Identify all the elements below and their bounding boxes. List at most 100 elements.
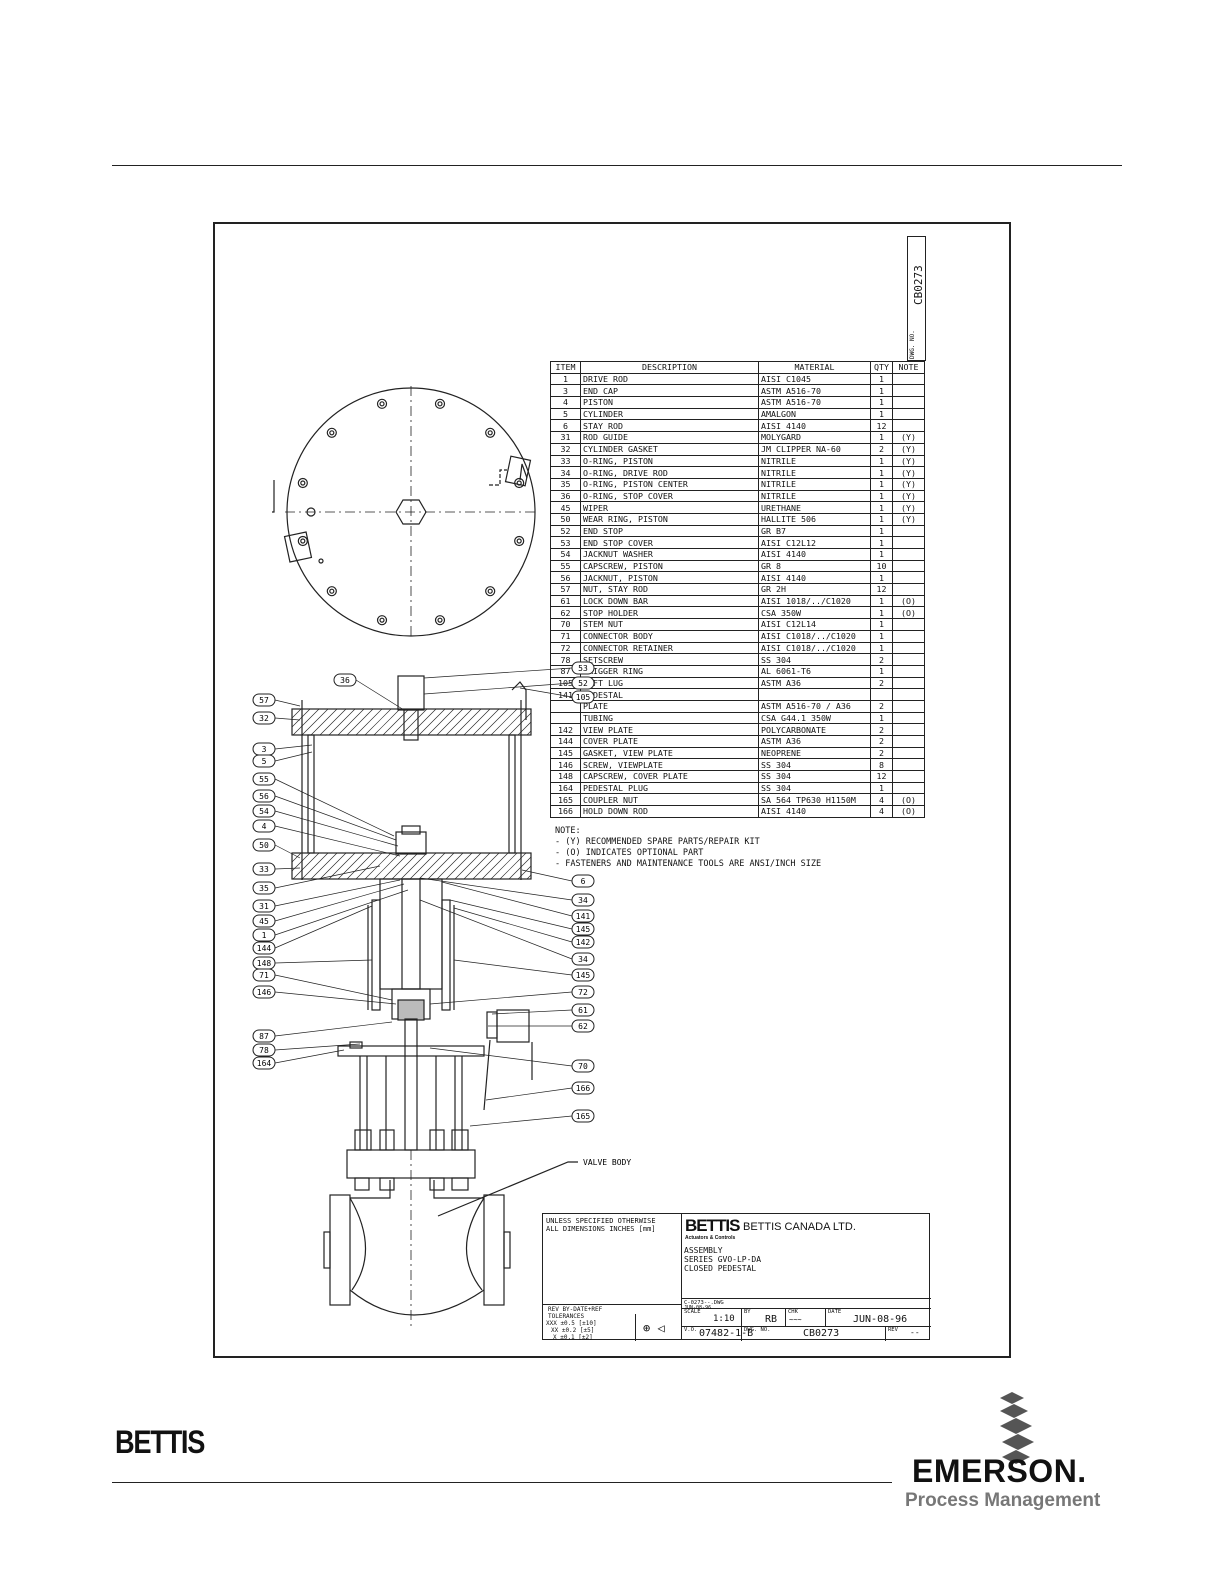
by-label: BY xyxy=(744,1309,751,1315)
callout-label: 166 xyxy=(576,1084,591,1093)
callout-label: 6 xyxy=(581,877,586,886)
bom-note xyxy=(892,618,925,631)
callout-bubble: 165 xyxy=(469,1109,595,1127)
bom-material: AISI C12L12 xyxy=(758,536,871,549)
vo-number: 07482-1-B xyxy=(699,1328,754,1339)
bolt-hole-icon xyxy=(297,535,308,547)
bom-description: PEDESTAL PLUG xyxy=(580,781,759,795)
title-line-1: ASSEMBLY xyxy=(684,1246,723,1255)
callout-bubble: 145 xyxy=(449,899,595,936)
callout-bubble: 141 xyxy=(441,881,595,923)
bom-item: 57 xyxy=(550,583,581,596)
bom-note xyxy=(892,699,925,713)
bolt-hole-icon xyxy=(434,615,446,626)
bom-note xyxy=(892,735,925,748)
callout-bubble: 1 xyxy=(252,889,409,942)
bom-note xyxy=(892,758,925,772)
notes-title: NOTE: xyxy=(555,826,581,836)
callout-label: 141 xyxy=(576,912,591,921)
bom-note xyxy=(892,548,925,561)
callout-bubble: 5 xyxy=(252,751,313,768)
bom-material: AISI C1018/../C1020 xyxy=(758,641,871,655)
callout-label: 1 xyxy=(262,931,267,940)
bom-qty: 1 xyxy=(870,711,893,725)
rev-ref-label: REV BY-DATE+REF xyxy=(548,1306,603,1313)
callout-label: 164 xyxy=(257,1059,272,1068)
bom-note: (Y) xyxy=(892,431,925,444)
bom-item: 61 xyxy=(550,594,581,608)
bom-item: 54 xyxy=(550,548,581,561)
callout-label: 3 xyxy=(262,745,267,754)
callout-label: 145 xyxy=(576,971,591,980)
bom-note xyxy=(892,629,925,643)
bom-qty: 1 xyxy=(870,536,893,549)
bom-description: TUBING xyxy=(580,711,759,725)
bom-description: LOCK DOWN BAR xyxy=(580,594,759,608)
bom-description: HOLD DOWN ROD xyxy=(580,805,759,818)
bom-note xyxy=(892,676,925,690)
callout-bubble: 52 xyxy=(423,676,595,695)
bom-item: 148 xyxy=(550,770,581,783)
drive-rod-section xyxy=(401,878,421,990)
callout-bubble: 33 xyxy=(252,862,301,876)
callout-label: 78 xyxy=(259,1046,269,1055)
bom-note xyxy=(892,583,925,596)
callout-label: 145 xyxy=(576,925,591,934)
callout-bubble: 61 xyxy=(491,1003,595,1017)
callout-bubble: 166 xyxy=(485,1081,595,1101)
bom-note xyxy=(892,653,925,666)
emerson-logo-icon xyxy=(1000,1392,1034,1464)
callout-bubble: 62 xyxy=(488,1019,595,1033)
callout-bubble: 164 xyxy=(252,1049,345,1070)
valve-body-label: VALVE BODY xyxy=(583,1158,631,1167)
bom-qty: 1 xyxy=(870,781,893,795)
tolerances-label: TOLERANCES xyxy=(548,1313,585,1320)
callout-label: 62 xyxy=(578,1022,588,1031)
callout-bubble: 3 xyxy=(252,742,313,756)
bom-description: COUPLER NUT xyxy=(580,793,759,807)
note-line: - (Y) RECOMMENDED SPARE PARTS/REPAIR KIT xyxy=(555,837,760,847)
bom-item: 144 xyxy=(550,735,581,748)
bom-item: 53 xyxy=(550,536,581,549)
callout-label: 45 xyxy=(259,917,269,926)
callout-label: 87 xyxy=(259,1032,269,1041)
bom-note xyxy=(892,559,925,573)
callout-bubble: 35 xyxy=(252,865,381,895)
dimensions-text: ALL DIMENSIONS INCHES [mm] xyxy=(546,1225,656,1233)
callout-bubble: 36 xyxy=(333,673,405,711)
bom-description: VIEW PLATE xyxy=(580,723,759,736)
drawing-number-box: DWG. NO. CB0273 xyxy=(907,236,926,361)
callout-bubble: 72 xyxy=(429,985,595,1005)
bom-material: AL 6061-T6 xyxy=(758,664,871,678)
bom-material: SA 564 TP630 H1150M xyxy=(758,793,871,807)
callout-label: 56 xyxy=(259,792,269,801)
bom-note: (O) xyxy=(892,606,925,620)
callout-label: 144 xyxy=(257,944,272,953)
callout-label: 146 xyxy=(257,988,272,997)
bom-note xyxy=(892,688,925,701)
valve-flange-right xyxy=(483,1194,505,1306)
callout-bubble: 55 xyxy=(252,772,395,837)
callout-label: 57 xyxy=(259,696,269,705)
callout-label: 105 xyxy=(576,693,591,702)
note-line: - FASTENERS AND MAINTENANCE TOOLS ARE AN… xyxy=(555,859,822,869)
rev-value: -- xyxy=(910,1328,920,1337)
callout-label: 70 xyxy=(578,1062,588,1071)
callout-label: 4 xyxy=(262,822,267,831)
